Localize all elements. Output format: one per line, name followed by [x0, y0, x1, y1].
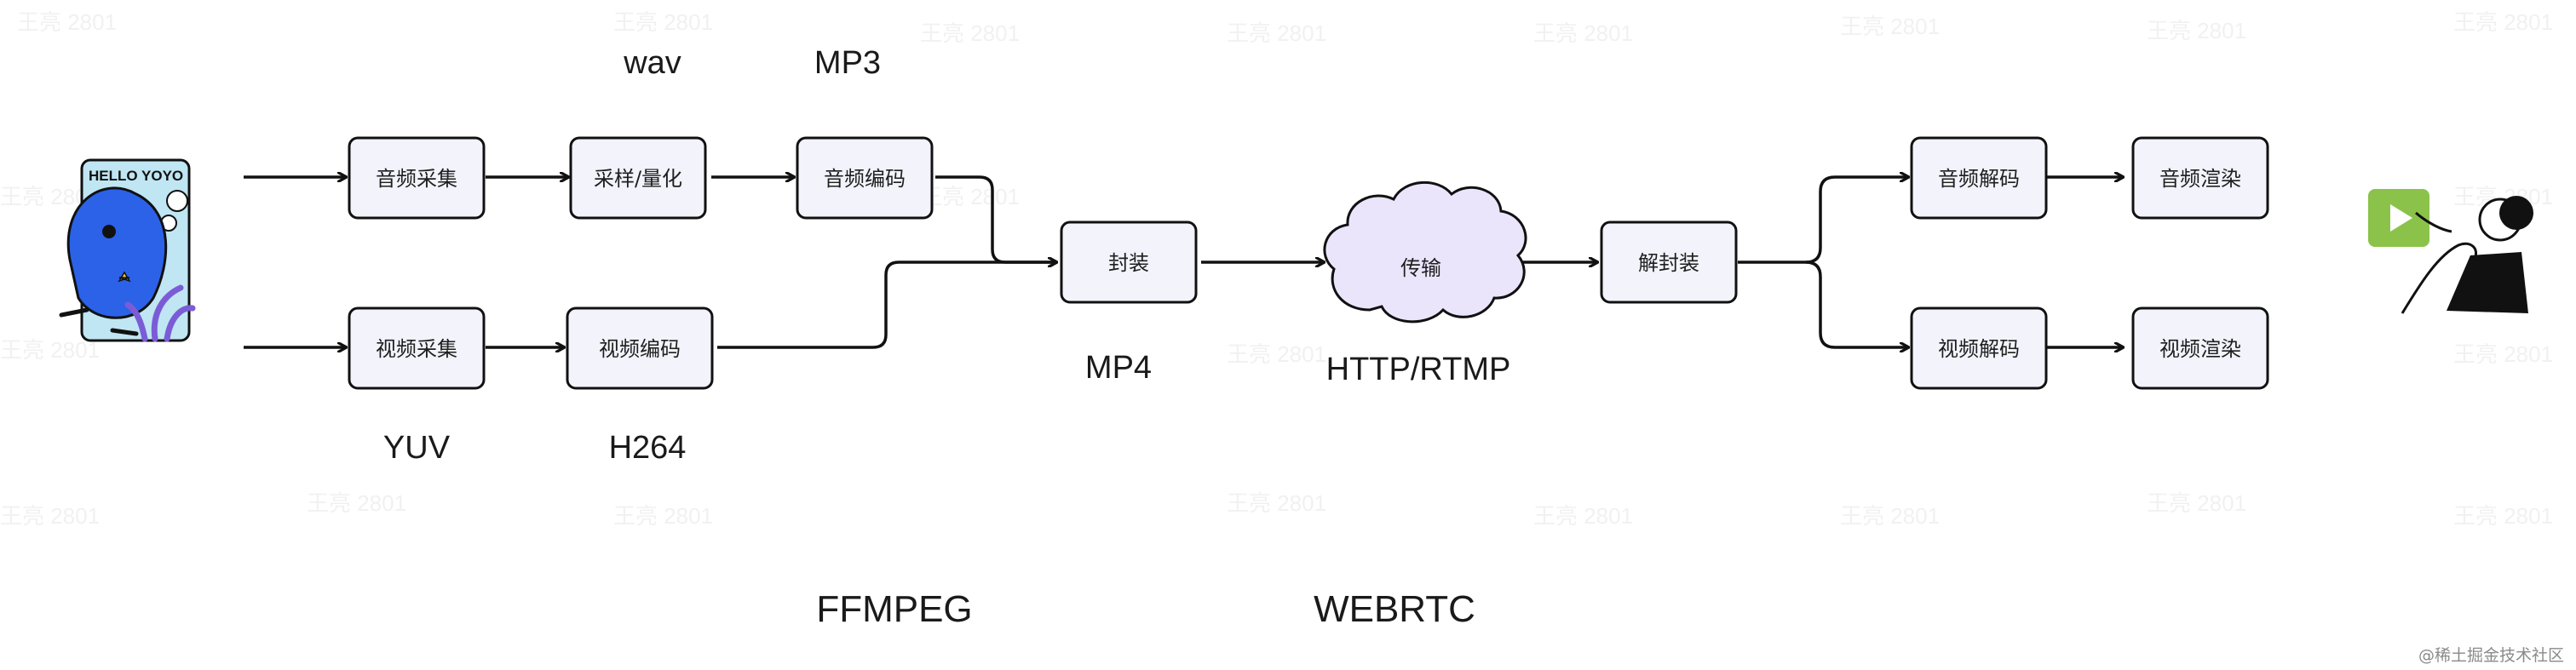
- watermark: 王亮 2801: [1533, 503, 1633, 529]
- arrow: [1738, 177, 1908, 264]
- node-label: 视频解码: [1938, 337, 2020, 361]
- watermark: 王亮 2801: [1227, 341, 1326, 367]
- watermark: 王亮 2801: [2147, 18, 2246, 43]
- label-yuv: YUV: [383, 430, 451, 466]
- watermark: 王亮 2801: [2147, 490, 2246, 516]
- node-label: 音频渲染: [2159, 167, 2241, 191]
- watermark: 王亮 2801: [0, 337, 100, 363]
- node-sampling: 采样/量化: [569, 136, 707, 220]
- node-label: 视频采集: [376, 337, 457, 361]
- label-mp3: MP3: [814, 45, 881, 81]
- label-wav: wav: [623, 45, 681, 81]
- watermark-layer: 王亮 2801 王亮 2801 王亮 2801 王亮 2801 王亮 2801 …: [0, 9, 2553, 529]
- label-protocol: HTTP/RTMP: [1326, 352, 1511, 387]
- play-triangle-icon: [2390, 204, 2412, 232]
- person-hair-bun: [2499, 196, 2533, 230]
- watermark: 王亮 2801: [1840, 503, 1940, 529]
- coral-decoration: [124, 284, 196, 342]
- creature-leg: [59, 307, 89, 318]
- node-video-capture: 视频采集: [348, 306, 486, 390]
- node-label: 音频编码: [824, 167, 906, 191]
- right-illustration: [2368, 189, 2533, 314]
- connectors: [244, 177, 2123, 347]
- node-label: 视频渲染: [2159, 337, 2241, 361]
- watermark: 王亮 2801: [307, 490, 406, 516]
- arrow: [717, 262, 1056, 349]
- node-transport: 传输: [1323, 181, 1527, 324]
- person-finger: [2415, 211, 2452, 233]
- watermark: 王亮 2801: [920, 184, 1020, 209]
- person-body: [2447, 252, 2528, 313]
- watermark: 王亮 2801: [613, 9, 713, 35]
- creature-eye: [102, 225, 116, 238]
- node-audio-encode: 音频编码: [796, 136, 934, 220]
- node-video-render: 视频渲染: [2131, 306, 2269, 390]
- watermark: 王亮 2801: [1227, 490, 1326, 516]
- watermark: 王亮 2801: [2453, 503, 2553, 529]
- watermark: 王亮 2801: [1840, 14, 1940, 39]
- label-ffmpeg: FFMPEG: [816, 588, 972, 630]
- label-h264: H264: [609, 430, 687, 466]
- watermark: 王亮 2801: [17, 9, 117, 35]
- cloud-shape: [1323, 181, 1527, 324]
- node-label: 采样/量化: [594, 167, 682, 191]
- arrow: [1805, 261, 1908, 347]
- node-video-decode: 视频解码: [1910, 306, 2048, 390]
- label-webrtc: WEBRTC: [1314, 588, 1475, 630]
- watermark: 王亮 2801: [0, 503, 100, 529]
- node-label: 传输: [1400, 256, 1441, 280]
- watermark: 王亮 2801: [2453, 341, 2553, 367]
- node-audio-capture: 音频采集: [348, 136, 486, 220]
- watermark: 王亮 2801: [1227, 20, 1326, 46]
- watermark: 王亮 2801: [613, 503, 713, 529]
- node-audio-decode: 音频解码: [1910, 136, 2048, 220]
- node-label: 视频编码: [599, 337, 681, 361]
- node-label: 封装: [1108, 251, 1149, 275]
- node-demux: 解封装: [1600, 220, 1738, 304]
- node-audio-render: 音频渲染: [2131, 136, 2269, 220]
- node-video-encode: 视频编码: [566, 306, 714, 390]
- node-label: 音频采集: [376, 167, 457, 191]
- label-mp4: MP4: [1085, 350, 1152, 386]
- creature-leg: [110, 328, 139, 336]
- person-arm: [2401, 242, 2478, 314]
- star-icon: [118, 271, 131, 283]
- left-illustration: HELLO YOYO: [59, 158, 196, 342]
- watermark: 王亮 2801: [1533, 20, 1633, 46]
- node-mux: 封装: [1060, 220, 1198, 304]
- poster-caption: HELLO YOYO: [89, 168, 183, 184]
- node-label: 音频解码: [1938, 167, 2020, 191]
- footer-credit: @稀土掘金技术社区: [2418, 646, 2564, 665]
- node-label: 解封装: [1638, 251, 1699, 275]
- watermark: 王亮 2801: [2453, 9, 2553, 35]
- watermark: 王亮 2801: [920, 20, 1020, 46]
- creature-body: [66, 186, 168, 319]
- bubble-icon: [166, 190, 188, 212]
